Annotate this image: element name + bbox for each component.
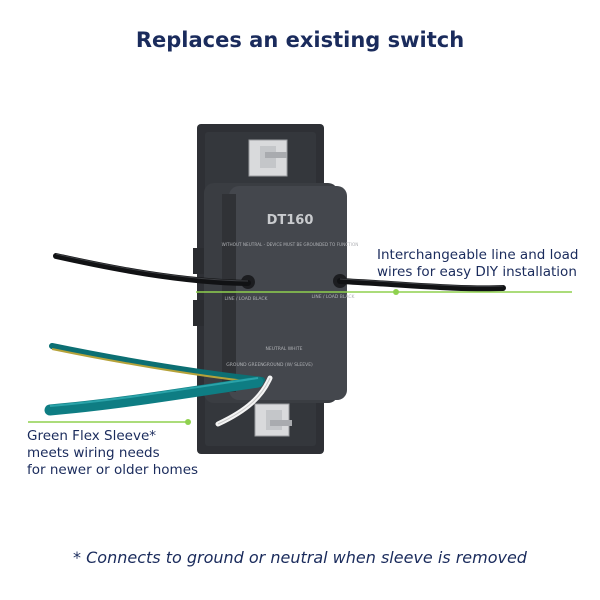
black-wire-right — [337, 278, 506, 292]
line-load-left-label: LINE / LOAD BLACK — [225, 296, 269, 302]
leader-dot-right — [393, 289, 399, 295]
green-flex-sleeve — [44, 376, 264, 416]
callout-line-load-line1: Interchangeable line and load — [377, 247, 579, 263]
callout-flex-sleeve: Green Flex Sleeve* meets wiring needs fo… — [27, 428, 227, 479]
line-load-right-label: LINE / LOAD BLACK — [312, 294, 356, 300]
model-label: DT160 — [267, 213, 314, 228]
warning-label: WITHOUT NEUTRAL - DEVICE MUST BE GROUNDE… — [222, 242, 359, 247]
callout-flex-sleeve-line2: meets wiring needs — [27, 445, 160, 461]
page-title: Replaces an existing switch — [135, 28, 465, 52]
footnote: * Connects to ground or neutral when sle… — [73, 548, 527, 567]
callout-flex-sleeve-line1: Green Flex Sleeve* — [27, 428, 157, 444]
callout-flex-sleeve-line3: for newer or older homes — [27, 462, 199, 478]
black-wire-left — [53, 253, 251, 286]
ground-sleeve-label: GROUND (W/ SLEEVE) — [263, 362, 313, 368]
neutral-label: NEUTRAL WHITE — [266, 346, 303, 352]
callout-line-load: Interchangeable line and load wires for … — [377, 247, 592, 281]
ground-label: GROUND GREEN — [226, 362, 263, 368]
ground-wire — [49, 343, 265, 383]
leader-dot-left — [185, 419, 191, 425]
callout-line-load-line2: wires for easy DIY installation — [377, 264, 577, 280]
